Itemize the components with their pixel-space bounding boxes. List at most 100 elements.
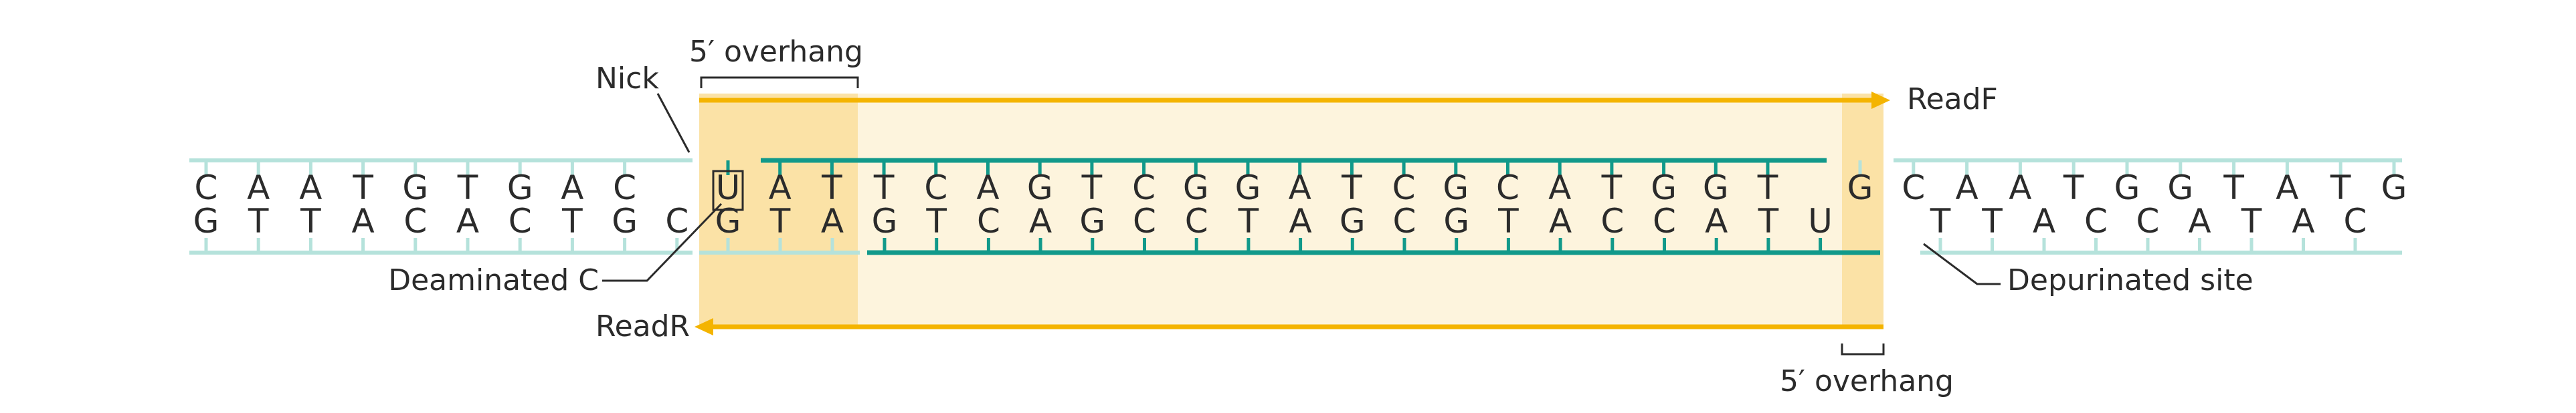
top-fragment-base: T (1757, 168, 1778, 207)
top-left-base: A (247, 168, 270, 207)
top-fragment-base: T (821, 168, 842, 207)
bottom-fragment-base: C (1653, 202, 1676, 241)
pale-backbone-ticks (204, 160, 2396, 253)
bottom-right-base: T (1981, 202, 2003, 241)
readf-arrow-head (1871, 92, 1890, 109)
bottom-fragment-base: A (1029, 202, 1052, 241)
top-fragment-base: G (1651, 168, 1677, 207)
depurinated-leader-line (1923, 243, 2001, 285)
top-fragment-base: A (1548, 168, 1571, 207)
top-left-base: C (195, 168, 218, 207)
top-left-base: A (561, 168, 583, 207)
top-fragment-base: C (1132, 168, 1156, 207)
top-right-base: G (2167, 168, 2193, 207)
right-overhang-region (1842, 94, 1883, 326)
top-fragment-base: C (924, 168, 947, 207)
deaminated-label: Deaminated C (388, 263, 599, 297)
bottom-fragment-base: C (977, 202, 1000, 241)
bottom-fragment-base: C (1133, 202, 1156, 241)
bottom-right-base: C (2084, 202, 2108, 241)
top-right-base: A (2276, 168, 2298, 207)
top-fragment-base: G (1027, 168, 1053, 207)
top-right-base: G (2114, 168, 2140, 207)
top-overhang-bracket (700, 76, 859, 88)
top-left-base: G (402, 168, 428, 207)
bottom-left-base: C (403, 202, 427, 241)
bottom-overhang-bracket (1841, 343, 1885, 356)
bottom-left-base: C (665, 202, 688, 241)
top-right-base: G (2381, 168, 2407, 207)
top-fragment-base: G (1183, 168, 1209, 207)
top-fragment-base: C (1496, 168, 1520, 207)
bottom-fragment-base: C (1393, 202, 1416, 241)
bottom-left-base: T (561, 202, 583, 241)
top-right-base: G (1847, 168, 1873, 207)
fragment-region (699, 94, 1883, 326)
bottom-left-base: A (456, 202, 479, 241)
bottom-fragment-left-base: A (821, 202, 844, 241)
bottom-right-base: T (2241, 202, 2262, 241)
top-fragment-base: A (1289, 168, 1311, 207)
top-right-base: T (2063, 168, 2084, 207)
fragment-backbone-ticks (726, 160, 1823, 253)
bottom-fragment-base: C (1600, 202, 1624, 241)
bottom-right-base: T (1930, 202, 1951, 241)
bottom-fragment-base: G (1340, 202, 1366, 241)
bottom-fragment-base: G (872, 202, 898, 241)
top-fragment-base: C (1392, 168, 1416, 207)
top-fragment-base: G (1443, 168, 1469, 207)
bottom-left-base: T (248, 202, 269, 241)
top-fragment-base: G (1235, 168, 1261, 207)
top-fragment-base: T (1601, 168, 1623, 207)
nick-label: Nick (595, 61, 659, 96)
readr-arrow-head (695, 318, 713, 335)
bottom-left-base: T (300, 202, 321, 241)
pale-strands (189, 158, 2402, 255)
bottom-right-base: A (2188, 202, 2211, 241)
bottom-right-base: C (2344, 202, 2367, 241)
deaminated-leader-line (602, 202, 723, 282)
bottom-left-base: C (509, 202, 532, 241)
readf-label: ReadF (1907, 82, 1998, 116)
bottom-fragment-base: G (1079, 202, 1105, 241)
top-fragment-base: T (1341, 168, 1362, 207)
bottom-left-base: A (351, 202, 374, 241)
bottom-fragment-left-base: G (715, 202, 741, 241)
bottom-right-base: A (2292, 202, 2314, 241)
bottom-right-base: C (2136, 202, 2160, 241)
bottom-fragment-left-base: T (769, 202, 791, 241)
top-right-base: A (2009, 168, 2031, 207)
top-fragment-base: A (976, 168, 999, 207)
depurinated-label: Depurinated site (2007, 263, 2253, 297)
top-fragment-base: G (1703, 168, 1729, 207)
fragment-strands (726, 158, 1880, 255)
bottom-fragment-base: A (1705, 202, 1728, 241)
bottom-fragment-base: T (1238, 202, 1259, 241)
overhang-top-label: 5′ overhang (689, 35, 863, 69)
top-fragment-base: T (873, 168, 895, 207)
nick-leader-line (656, 93, 691, 153)
top-right-base: T (2223, 168, 2244, 207)
top-right-base: T (2330, 168, 2351, 207)
bottom-right-base: A (2033, 202, 2055, 241)
top-fragment-base: U (716, 168, 741, 207)
bottom-fragment-base: G (1443, 202, 1469, 241)
top-fragment-base: A (769, 168, 792, 207)
bottom-fragment-base: A (1289, 202, 1311, 241)
overhang-bottom-label: 5′ overhang (1780, 364, 1954, 398)
bottom-fragment-base: T (925, 202, 947, 241)
bottom-fragment-base: T (1758, 202, 1779, 241)
bottom-left-base: G (612, 202, 638, 241)
top-right-base: A (1955, 168, 1978, 207)
top-left-base: A (299, 168, 322, 207)
top-left-base: T (352, 168, 373, 207)
top-left-base: G (507, 168, 533, 207)
top-left-base: T (457, 168, 478, 207)
top-left-base: C (613, 168, 636, 207)
bottom-fragment-base: T (1497, 202, 1519, 241)
readr-label: ReadR (595, 309, 690, 343)
bottom-left-base: G (193, 202, 219, 241)
